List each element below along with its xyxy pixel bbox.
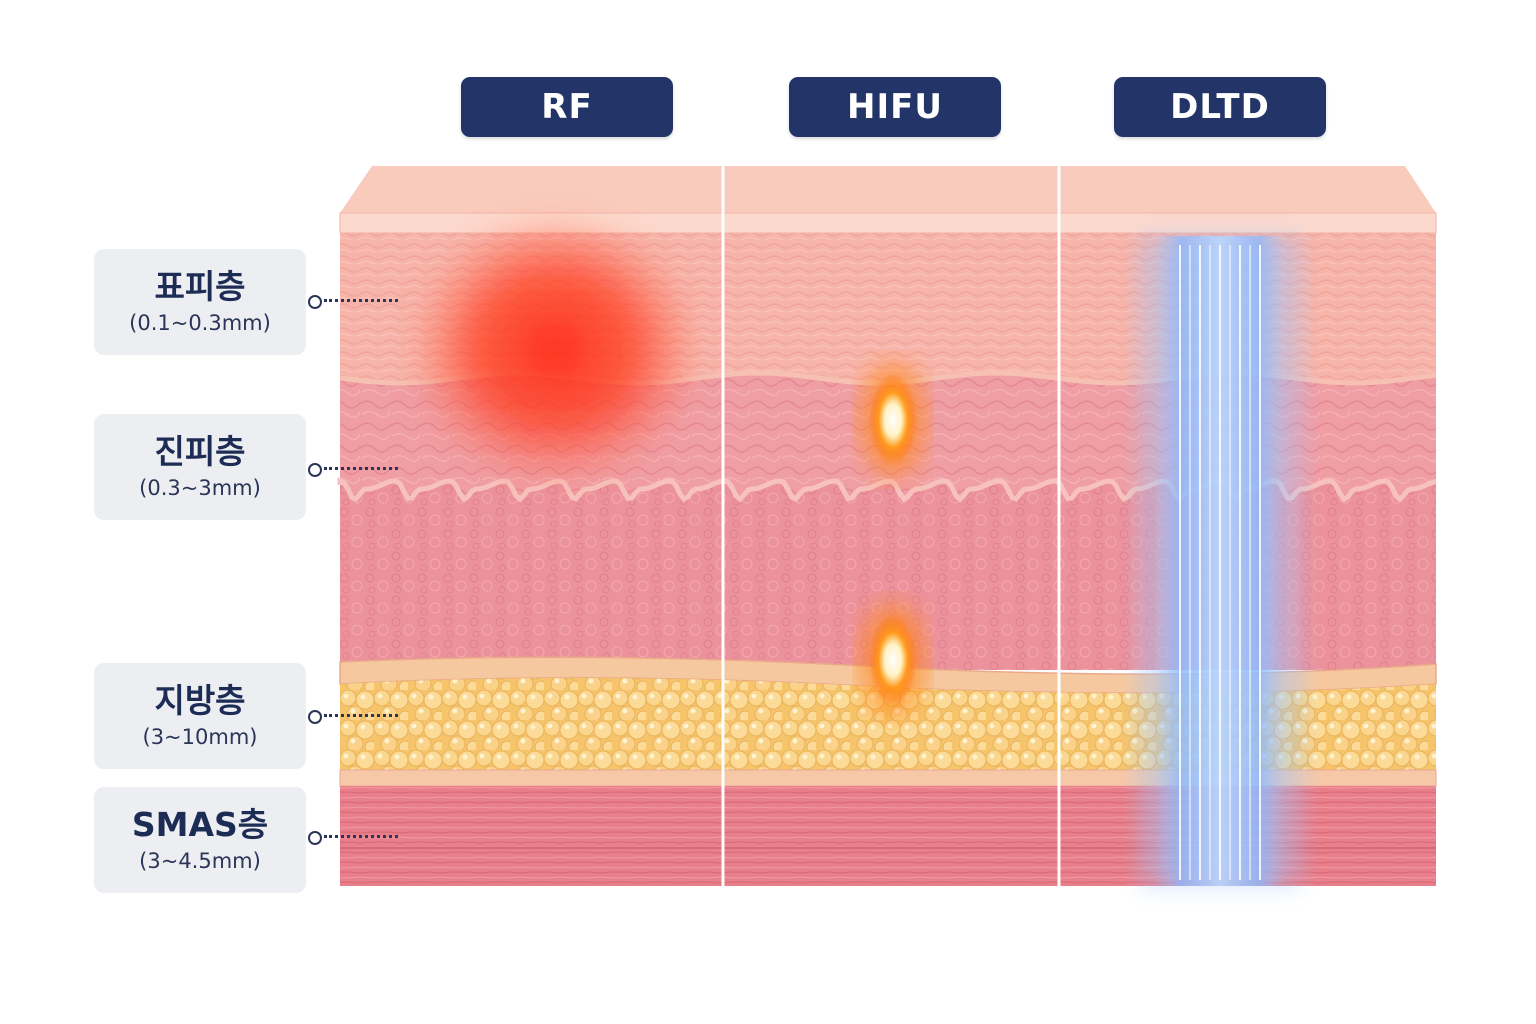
block-top-face <box>340 166 1436 213</box>
layer-depth: (3~10mm) <box>142 725 258 749</box>
layer-name: SMAS층 <box>131 805 269 844</box>
rf-heat-zone <box>405 210 705 490</box>
leader-line <box>324 299 398 302</box>
layer-depth: (0.1~0.3mm) <box>129 311 271 335</box>
layer-depth: (3~4.5mm) <box>139 849 261 873</box>
tech-badge-rf: RF <box>461 77 673 137</box>
hifu-focal-points <box>859 362 927 718</box>
layer-label-smas: SMAS층 (3~4.5mm) <box>94 787 306 893</box>
leader-dot <box>308 831 322 845</box>
leader-dot <box>308 710 322 724</box>
layer-label-fat: 지방층 (3~10mm) <box>94 663 306 769</box>
leader-line <box>324 714 398 717</box>
layer-name: 표피층 <box>154 267 246 306</box>
leader-line <box>324 467 398 470</box>
hifu-focal-point <box>869 374 917 466</box>
leader-dot <box>308 463 322 477</box>
tech-badge-hifu: HIFU <box>789 77 1001 137</box>
layer-name: 진피층 <box>154 432 246 471</box>
layer-label-dermis: 진피층 (0.3~3mm) <box>94 414 306 520</box>
layer-depth: (0.3~3mm) <box>139 476 261 500</box>
leader-line <box>324 835 398 838</box>
layer-name: 지방층 <box>154 681 246 720</box>
leader-dot <box>308 295 322 309</box>
dltd-beam-lines <box>1179 245 1261 880</box>
layer-label-epidermis: 표피층 (0.1~0.3mm) <box>94 249 306 355</box>
tech-badge-dltd: DLTD <box>1114 77 1326 137</box>
hifu-focal-point <box>869 614 917 706</box>
